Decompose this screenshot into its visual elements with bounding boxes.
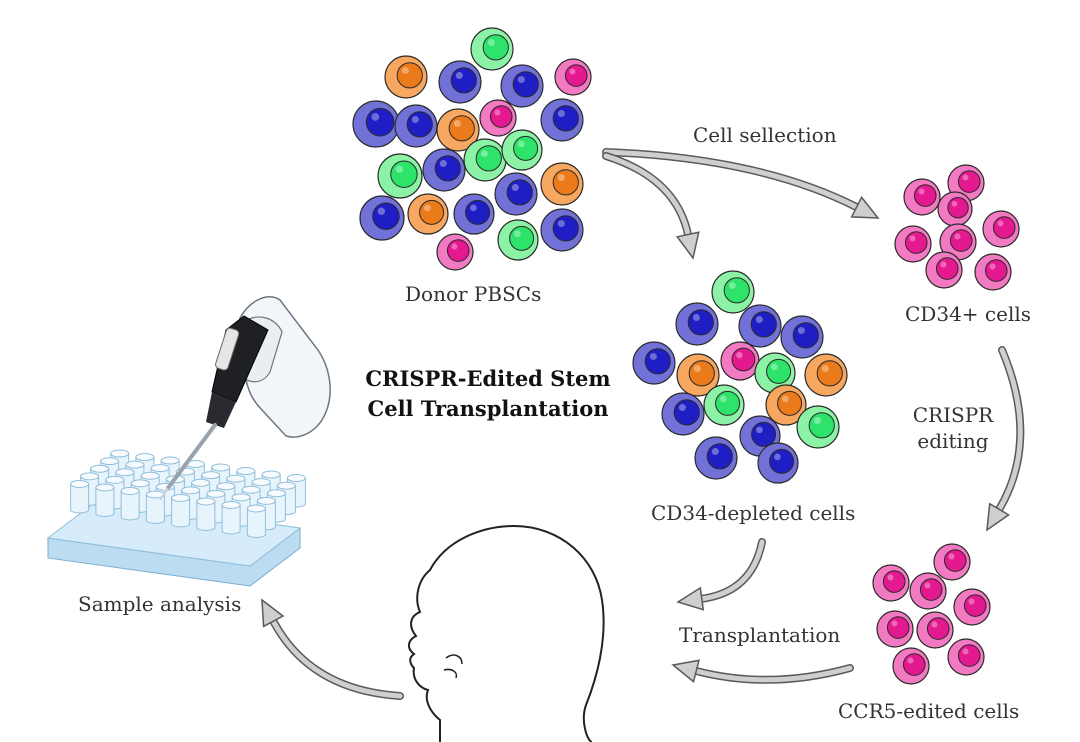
blue-cell (632, 341, 676, 385)
label-cd34-depleted-cells: CD34-depleted cells (651, 501, 856, 525)
human-head-icon (408, 524, 605, 742)
well-tube (145, 490, 165, 524)
blue-cell (738, 304, 782, 348)
green-cell (377, 153, 423, 199)
blue-cell (757, 442, 799, 484)
blue-cell (780, 315, 824, 359)
orange-cell (384, 55, 428, 99)
pink-cell (953, 588, 991, 626)
pink-cell (925, 251, 963, 289)
pink-cell (720, 341, 760, 381)
label-crispr-editing: CRISPR editing (908, 404, 998, 453)
green-cell (463, 138, 507, 182)
blue-cell (453, 193, 495, 235)
orange-cell (540, 162, 584, 206)
green-cell (703, 384, 745, 426)
well-plate-icon (46, 449, 306, 587)
blue-cell (540, 98, 584, 142)
green-cell (501, 129, 543, 171)
pink-cell (872, 564, 910, 602)
well-tube (95, 483, 115, 517)
label-cd34-plus-cells: CD34+ cells (905, 302, 1031, 326)
blue-cell (500, 64, 544, 108)
blue-cell (694, 436, 738, 480)
donor-pbsc-cluster (352, 27, 592, 271)
pink-cell (892, 647, 930, 685)
arrow-cell-selection (602, 148, 880, 219)
green-cell (497, 219, 539, 261)
label-cell-selection: Cell sellection (693, 123, 837, 147)
arrow-crispr-editing (986, 346, 1025, 532)
pink-cell (939, 223, 977, 261)
blue-cell (540, 208, 584, 252)
label-crispr-line2: editing (917, 429, 989, 453)
well-tube (221, 500, 241, 535)
blue-cell (675, 302, 719, 346)
ccr5-edited-cluster (872, 543, 991, 685)
blue-cell (359, 195, 405, 241)
pink-cell (903, 178, 941, 216)
pink-cell (937, 191, 973, 227)
pink-cell (916, 611, 954, 649)
arrows-layer (261, 148, 1025, 700)
arrow-depleted-to-patient (676, 538, 766, 611)
pink-cell (974, 253, 1012, 291)
pink-cell (947, 638, 985, 676)
pink-cell (982, 210, 1020, 248)
pink-cell (479, 99, 517, 137)
pink-cell (554, 58, 592, 96)
well-tube (246, 504, 266, 538)
cd34-depleted-cluster (632, 270, 848, 484)
pipette-icon (159, 296, 331, 501)
orange-cell (436, 108, 480, 152)
pink-cell (933, 543, 971, 581)
pink-cell (876, 610, 914, 648)
orange-cell (676, 353, 720, 397)
well-tube (196, 497, 216, 531)
label-transplantation: Transplantation (679, 623, 841, 647)
green-cell (796, 405, 840, 449)
orange-cell (804, 353, 848, 397)
arrow-transplantation (671, 659, 854, 684)
blue-cell (352, 100, 400, 148)
label-crispr-line1: CRISPR (912, 403, 994, 427)
pink-cell (436, 233, 474, 271)
title-line1: CRISPR-Edited Stem (365, 366, 611, 391)
pink-cell (909, 572, 947, 610)
blue-cell (438, 60, 482, 104)
blue-cell (661, 392, 705, 436)
arrow-to-cd34-depleted (602, 152, 700, 260)
well-tube (171, 493, 191, 528)
green-cell (470, 27, 514, 71)
label-ccr5-edited-cells: CCR5-edited cells (838, 699, 1020, 723)
well-tube (120, 486, 140, 521)
diagram-title: CRISPR-Edited Stem Cell Transplantation (360, 364, 616, 425)
blue-cell (394, 104, 438, 148)
green-cell (711, 270, 755, 314)
orange-cell (765, 384, 807, 426)
blue-cell (494, 172, 538, 216)
title-line2: Cell Transplantation (367, 396, 609, 422)
cd34-plus-cluster (894, 164, 1020, 291)
arrow-sample-analysis (261, 598, 404, 700)
well-tube (70, 479, 90, 514)
blue-cell (422, 148, 466, 192)
orange-cell (407, 193, 449, 235)
label-donor-pbscs: Donor PBSCs (405, 282, 542, 306)
pink-cell (894, 225, 932, 263)
label-sample-analysis: Sample analysis (78, 592, 242, 616)
